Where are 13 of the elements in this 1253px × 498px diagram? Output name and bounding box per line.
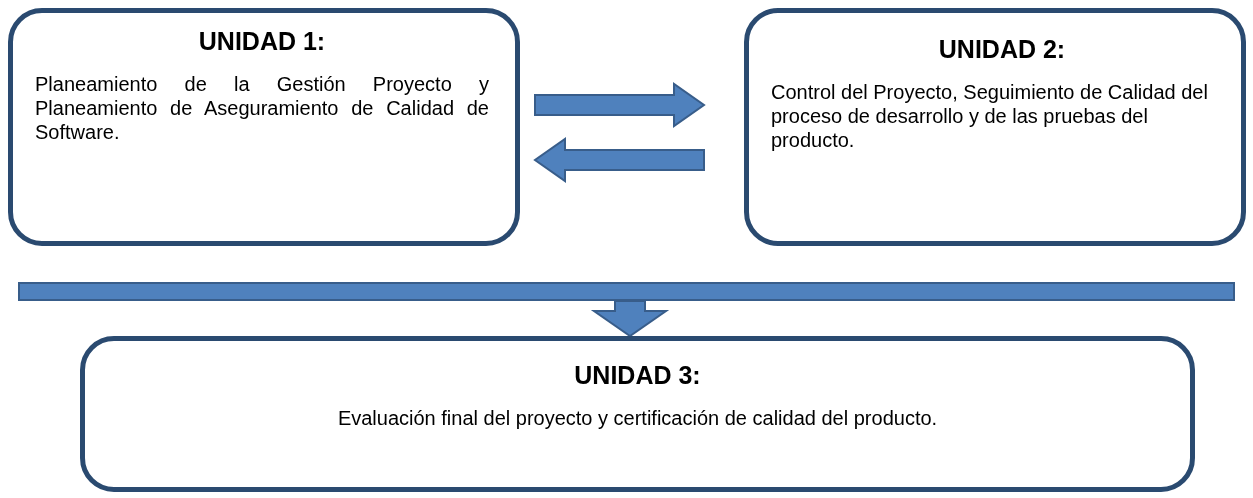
- unit-description: Control del Proyecto, Seguimiento de Calidad del proceso de desarrollo y de las pruebas del producto.: [771, 80, 1209, 152]
- block-arrow: [534, 82, 706, 128]
- unit-box: [8, 8, 520, 246]
- block-arrow: [590, 300, 670, 338]
- connector-bar: [18, 282, 1235, 301]
- unit-title: UNIDAD 3:: [573, 361, 702, 390]
- block-arrow: [533, 137, 705, 183]
- unit-box: [80, 336, 1195, 492]
- unit-box: [744, 8, 1246, 246]
- unit-title: UNIDAD 2:: [937, 35, 1067, 64]
- unit-description: Evaluación final del proyecto y certificación de calidad del producto.: [336, 406, 939, 430]
- unit-description: Planeamiento de la Gestión Proyecto y Planeamiento de Aseguramiento de Calidad de Software.: [35, 72, 489, 144]
- unit-title: UNIDAD 1:: [197, 27, 327, 56]
